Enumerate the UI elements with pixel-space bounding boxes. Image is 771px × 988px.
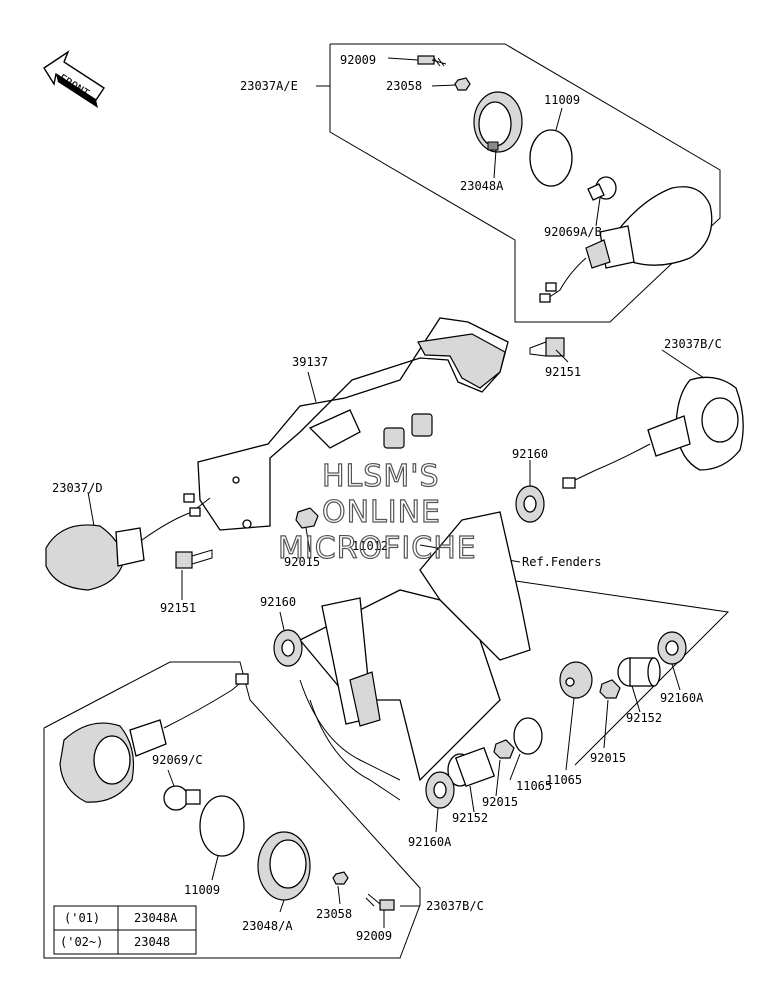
collar-92152-a: [617, 657, 661, 687]
label-11009-top: 11009: [544, 93, 580, 107]
oring-11009-bottom: [199, 795, 245, 857]
label-92069ab: 92069A/B: [544, 225, 602, 239]
nut-23058-bottom: [332, 871, 349, 885]
label-92160a-bottom: 92160A: [408, 835, 452, 849]
label-23037d: 23037/D: [52, 481, 103, 495]
table-row-2-part: 23048: [134, 935, 170, 949]
label-92009-top: 92009: [340, 53, 376, 67]
nut-92015-b: [493, 739, 515, 759]
label-11012: 11012: [352, 539, 388, 553]
collar-92152-b: [447, 746, 496, 788]
label-92160-mid: 92160: [512, 447, 548, 461]
bulb-92069ab: [587, 176, 617, 201]
grommet-92160a-bottom: [425, 771, 455, 809]
grommet-92160a-right: [657, 631, 687, 665]
turn-signal-top-right: [539, 186, 713, 303]
label-11065-b: 11065: [516, 779, 552, 793]
label-92015-a: 92015: [590, 751, 626, 765]
group-outline-top: [329, 43, 721, 323]
label-92015-left: 92015: [284, 555, 320, 569]
oring-11009-top: [529, 129, 573, 187]
label-92151-right: 92151: [545, 365, 581, 379]
label-23048a-bottom: 23048/A: [242, 919, 293, 933]
bulb-92069c: [163, 785, 201, 811]
label-92069c: 92069/C: [152, 753, 203, 767]
screw-92009-bottom: [365, 893, 395, 911]
watermark: HLSM'S ONLINE MICROFICHE: [277, 458, 477, 566]
group-outline-bottom: [43, 661, 421, 959]
screw-92009-top: [417, 55, 447, 67]
ref-line-lower: [439, 569, 730, 766]
lens-23048a-bottom: [257, 831, 311, 901]
label-92160-left: 92160: [260, 595, 296, 609]
label-23048a: 23048A: [460, 179, 504, 193]
applicability-table: ('01) 23048A ('02~) 23048: [53, 905, 197, 955]
label-11065-a: 11065: [546, 773, 582, 787]
lens-23048a: [473, 91, 523, 153]
watermark-line-2: ONLINE: [322, 495, 441, 530]
cap-11065-a: [559, 661, 593, 699]
table-row-1-part: 23048A: [134, 911, 178, 925]
fender-rail: [298, 511, 531, 801]
collar-11012: [383, 413, 433, 449]
label-92152-b: 92152: [452, 811, 488, 825]
label-11009-bottom: 11009: [184, 883, 220, 897]
bolt-92151-right: [529, 337, 565, 357]
label-92152-a: 92152: [626, 711, 662, 725]
turn-signal-right: [562, 376, 744, 489]
cap-11065-b: [513, 717, 543, 755]
label-23037ae: 23037A/E: [240, 79, 298, 93]
watermark-line-3: MICROFICHE: [278, 531, 477, 566]
nut-92015-a: [599, 679, 621, 699]
label-23037bc-bottom: 23037B/C: [426, 899, 484, 913]
nut-92015-left: [295, 507, 319, 529]
nut-23058-top: [454, 77, 471, 91]
bolt-92151-left: [175, 549, 213, 569]
label-23058-bottom: 23058: [316, 907, 352, 921]
label-92015-b: 92015: [482, 795, 518, 809]
front-arrow-icon: FRONT: [43, 50, 105, 108]
table-row-1-year: ('01): [64, 911, 100, 925]
grommet-92160-left: [273, 629, 303, 667]
label-92160a-right: 92160A: [660, 691, 704, 705]
watermark-line-1: HLSM'S: [322, 459, 440, 494]
leader-lines: [87, 57, 705, 928]
bracket-39137: [197, 317, 509, 531]
grommet-92160-mid: [515, 485, 545, 523]
label-92151-left: 92151: [160, 601, 196, 615]
turn-signal-left: [45, 493, 211, 591]
label-23037bc-top: 23037B/C: [664, 337, 722, 351]
table-row-2-year: ('02~): [60, 935, 103, 949]
label-ref-fenders: Ref.Fenders: [522, 555, 601, 569]
turn-signal-bottom-left: [59, 673, 249, 803]
label-92009-bottom: 92009: [356, 929, 392, 943]
label-23058-top: 23058: [386, 79, 422, 93]
label-39137: 39137: [292, 355, 328, 369]
